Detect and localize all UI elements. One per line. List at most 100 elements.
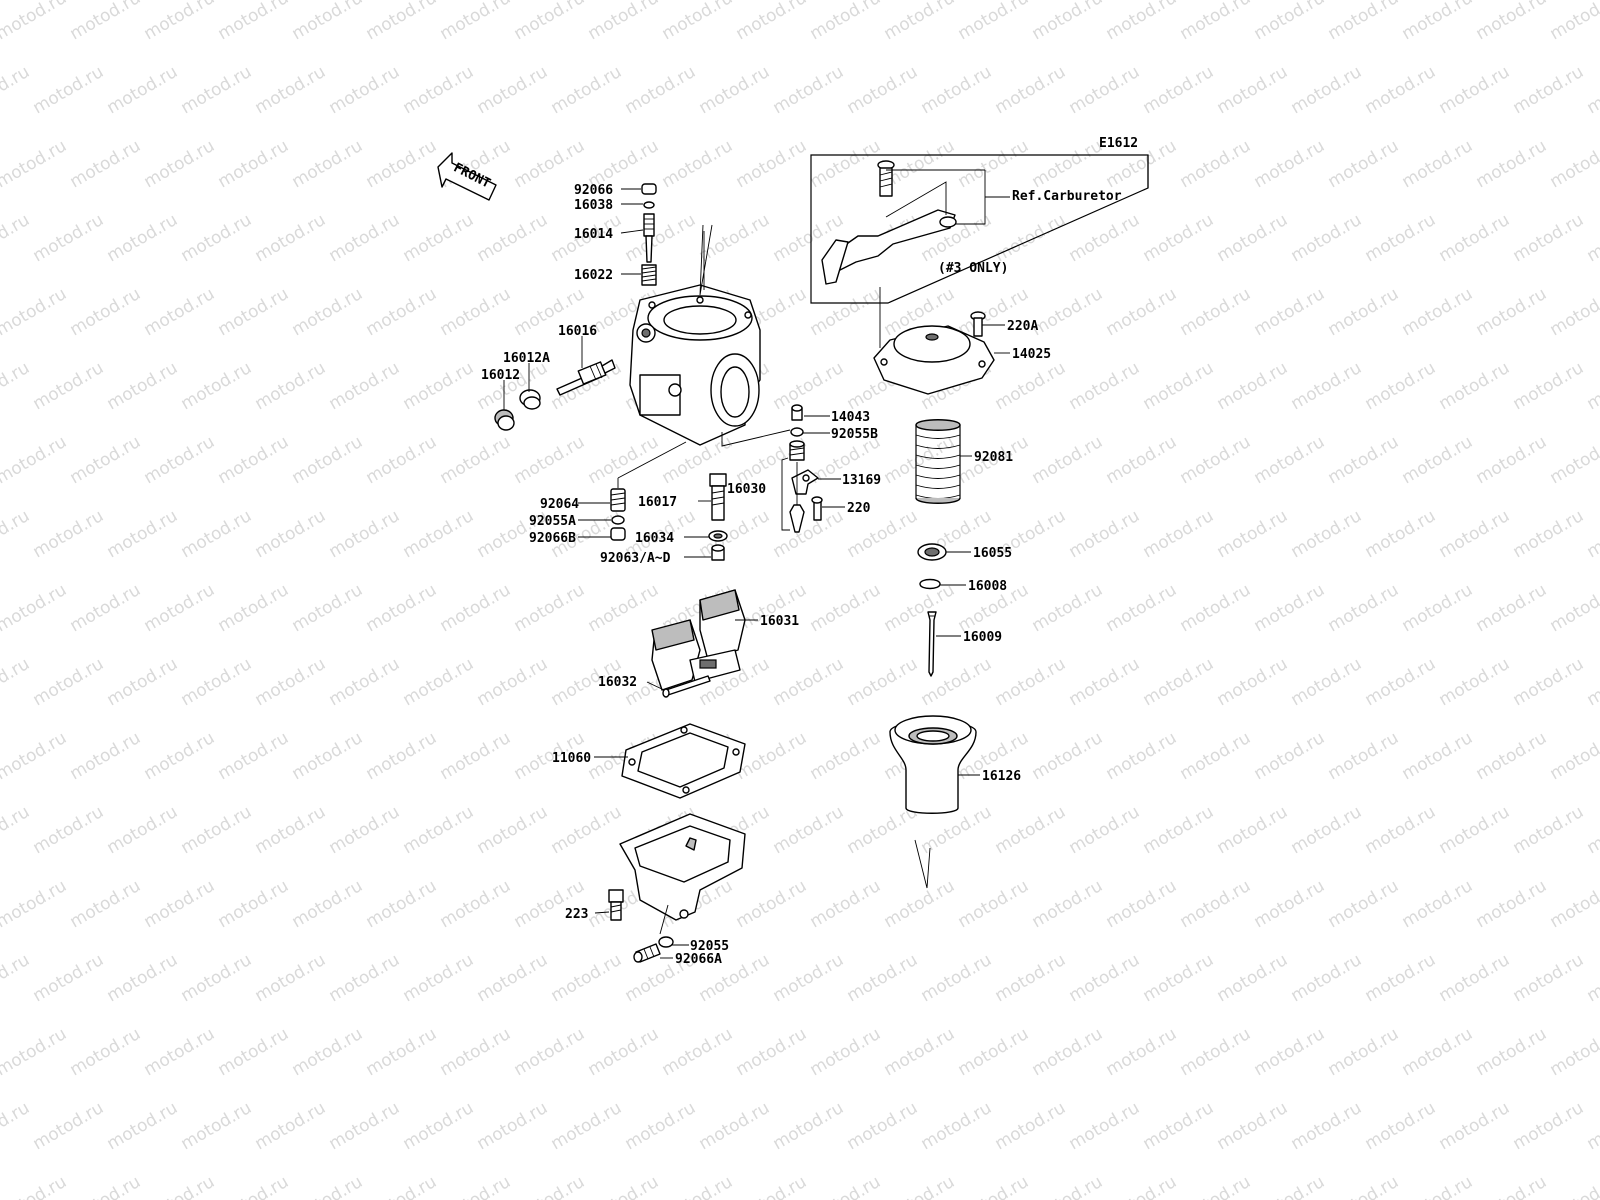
watermark-text: motod.ru xyxy=(30,654,108,710)
watermark-text: motod.ru xyxy=(252,210,330,266)
part-92063-icon xyxy=(711,544,725,561)
label-92066A: 92066A xyxy=(675,952,722,967)
watermark-text: motod.ru xyxy=(1214,506,1292,562)
watermark-text: motod.ru xyxy=(1029,1024,1107,1080)
watermark-text: motod.ru xyxy=(363,728,441,784)
part-14025-icon xyxy=(873,325,995,395)
watermark-text: motod.ru xyxy=(252,950,330,1006)
watermark-text: motod.ru xyxy=(1473,432,1551,488)
watermark-text: motod.ru xyxy=(1177,0,1255,44)
watermark-text: motod.ru xyxy=(1177,728,1255,784)
watermark-text: motod.ru xyxy=(511,1172,589,1200)
watermark-text: motod.ru xyxy=(1066,62,1144,118)
watermark-text: motod.ru xyxy=(1140,950,1218,1006)
watermark-text: motod.ru xyxy=(1288,62,1366,118)
watermark-text: motod.ru xyxy=(1325,284,1403,340)
watermark-text: motod.ru xyxy=(0,1024,70,1080)
watermark-text: motod.ru xyxy=(1325,1172,1403,1200)
watermark-text: motod.ru xyxy=(104,1098,182,1154)
part-labels: 92066 16038 16014 16022 16016 16012A 160… xyxy=(481,183,1051,967)
carburetor-body xyxy=(617,224,791,488)
watermark-text: motod.ru xyxy=(1584,802,1600,858)
watermark-text: motod.ru xyxy=(363,284,441,340)
label-16012: 16012 xyxy=(481,368,520,383)
watermark-text: motod.ru xyxy=(1214,210,1292,266)
watermark-text: motod.ru xyxy=(178,506,256,562)
watermark-text: motod.ru xyxy=(548,1098,626,1154)
watermark-text: motod.ru xyxy=(141,1172,219,1200)
watermark-text: motod.ru xyxy=(1251,876,1329,932)
watermark-text: motod.ru xyxy=(1584,210,1600,266)
watermark-text: motod.ru xyxy=(992,62,1070,118)
watermark-text: motod.ru xyxy=(0,950,33,1006)
watermark-text: motod.ru xyxy=(696,1098,774,1154)
watermark-text: motod.ru xyxy=(1177,580,1255,636)
watermark-text: motod.ru xyxy=(918,62,996,118)
watermark-text: motod.ru xyxy=(1547,1172,1600,1200)
reference-box: Ref.Carburetor (#3 ONLY) xyxy=(810,154,1149,348)
watermark-text: motod.ru xyxy=(1029,1172,1107,1200)
watermark-text: motod.ru xyxy=(770,654,848,710)
watermark-text: motod.ru xyxy=(659,0,737,44)
watermark-text: motod.ru xyxy=(363,1024,441,1080)
watermark-text: motod.ru xyxy=(178,358,256,414)
watermark-text: motod.ru xyxy=(955,0,1033,44)
watermark-text: motod.ru xyxy=(326,506,404,562)
watermark-text: motod.ru xyxy=(1436,506,1514,562)
label-16032: 16032 xyxy=(598,675,637,690)
watermark-text: motod.ru xyxy=(1140,210,1218,266)
watermark-text: motod.ru xyxy=(1473,1024,1551,1080)
watermark-text: motod.ru xyxy=(252,62,330,118)
watermark-text: motod.ru xyxy=(1436,358,1514,414)
watermark-text: motod.ru xyxy=(0,580,70,636)
part-16032-icon xyxy=(662,675,711,698)
label-16016: 16016 xyxy=(558,324,597,339)
part-11060-icon xyxy=(621,723,746,799)
label-92063: 92063/A~D xyxy=(600,551,671,566)
watermark-text: motod.ru xyxy=(289,284,367,340)
label-92055B: 92055B xyxy=(831,427,878,442)
watermark-text: motod.ru xyxy=(215,728,293,784)
watermark-text: motod.ru xyxy=(733,0,811,44)
label-16014: 16014 xyxy=(574,227,613,242)
watermark-text: motod.ru xyxy=(0,506,33,562)
part-220A-icon xyxy=(970,311,986,337)
watermark-text: motod.ru xyxy=(770,506,848,562)
watermark-text: motod.ru xyxy=(1547,728,1600,784)
watermark-text: motod.ru xyxy=(104,210,182,266)
watermark-text: motod.ru xyxy=(1288,358,1366,414)
watermark-text: motod.ru xyxy=(1251,1172,1329,1200)
watermark-text: motod.ru xyxy=(770,62,848,118)
watermark-text: motod.ru xyxy=(1140,62,1218,118)
watermark-text: motod.ru xyxy=(1140,654,1218,710)
watermark-text: motod.ru xyxy=(1436,802,1514,858)
watermark-text: motod.ru xyxy=(400,802,478,858)
watermark-text: motod.ru xyxy=(622,1098,700,1154)
watermark-text: motod.ru xyxy=(1399,876,1477,932)
watermark-text: motod.ru xyxy=(548,802,626,858)
watermark-text: motod.ru xyxy=(1140,802,1218,858)
label-92055A: 92055A xyxy=(529,514,576,529)
watermark-text: motod.ru xyxy=(289,728,367,784)
watermark-text: motod.ru xyxy=(696,62,774,118)
part-16031-icon xyxy=(651,589,746,691)
watermark-text: motod.ru xyxy=(30,1098,108,1154)
watermark-text: motod.ru xyxy=(1584,950,1600,1006)
label-92081: 92081 xyxy=(974,450,1013,465)
part-92066B-icon xyxy=(610,527,626,541)
watermark-text: motod.ru xyxy=(1362,1098,1440,1154)
part-92055A-icon xyxy=(611,515,625,525)
watermark-text: motod.ru xyxy=(178,1098,256,1154)
watermark-text: motod.ru xyxy=(1584,654,1600,710)
watermark-text: motod.ru xyxy=(0,136,70,192)
leader-lines xyxy=(503,188,1010,959)
watermark-text: motod.ru xyxy=(1177,1172,1255,1200)
watermark-text: motod.ru xyxy=(918,950,996,1006)
watermark-text: motod.ru xyxy=(1177,1024,1255,1080)
watermark-text: motod.ru xyxy=(326,210,404,266)
watermark-text: motod.ru xyxy=(511,432,589,488)
watermark-text: motod.ru xyxy=(807,1024,885,1080)
watermark-text: motod.ru xyxy=(215,136,293,192)
watermark-text: motod.ru xyxy=(30,62,108,118)
watermark-text: motod.ru xyxy=(1177,136,1255,192)
